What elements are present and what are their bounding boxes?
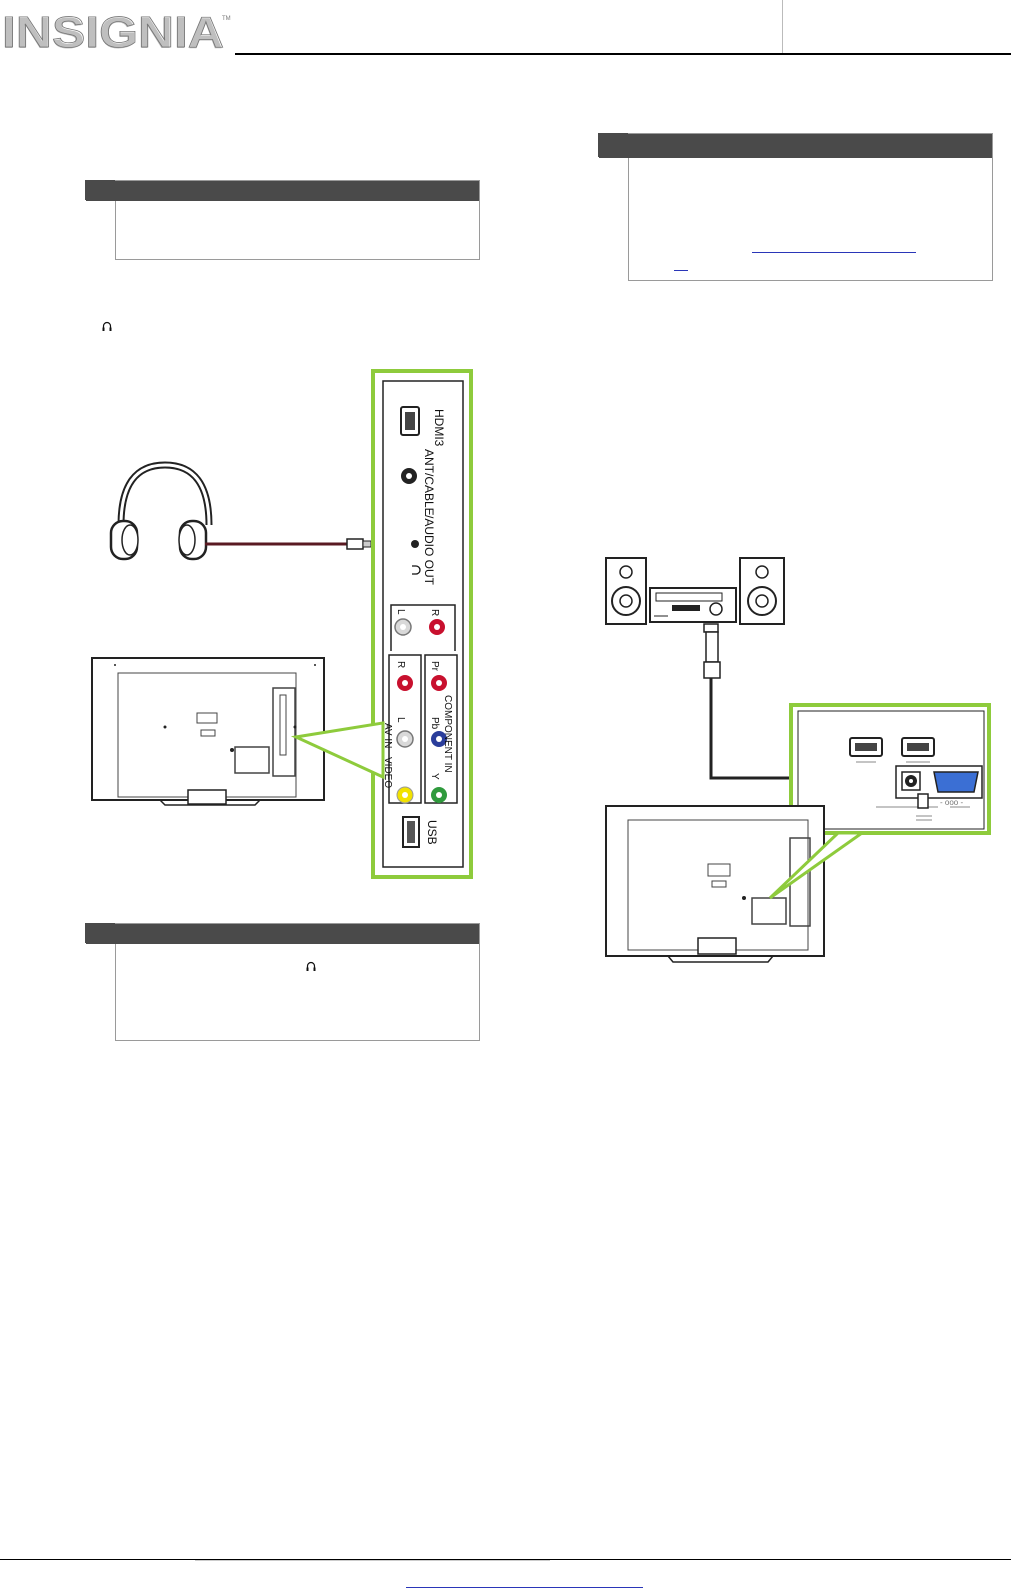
note-box — [599, 133, 993, 281]
hdmi3-label: HDMI3 — [432, 409, 446, 447]
footer-rule — [0, 1559, 1011, 1560]
footer-rule-accent — [195, 1560, 550, 1561]
pr-label: Pr — [429, 661, 440, 672]
footer-link-underline[interactable] — [406, 1587, 643, 1588]
ant-cable-label: ANT/CABLE — [422, 449, 436, 516]
digital-audio-port[interactable] — [917, 793, 929, 809]
headphone-icon — [412, 565, 421, 575]
y-label: Y — [429, 773, 440, 780]
audio-l-label: L — [395, 609, 406, 615]
note-box — [86, 180, 480, 260]
note-header-bar — [599, 134, 992, 158]
header-rule — [235, 53, 1011, 55]
audio-r-label: R — [429, 609, 440, 616]
headphones-connection-diagram: HDMI3 ANT/CABLE /AUDIO OUT L R R L AV IN… — [91, 369, 473, 879]
note-header-bar-extension — [85, 180, 115, 200]
usb-label: USB — [425, 820, 439, 845]
pb-label: Pb — [429, 717, 440, 730]
logo-text-outline: INSIGNIA — [2, 8, 224, 56]
logo-text: INSIGNIA — [2, 9, 224, 56]
vga-port[interactable] — [933, 771, 979, 793]
audio-system-icon — [605, 557, 785, 625]
svg-text:- ooo -: - ooo - — [940, 798, 963, 807]
note-header-bar-extension — [85, 923, 115, 943]
logo-tm: TM — [222, 16, 231, 22]
tv-back-icon — [91, 657, 325, 806]
video-label: VIDEO — [382, 757, 393, 788]
insignia-logo: INSIGNIA INSIGNIA TM — [2, 8, 231, 56]
component-in-label: COMPONENT IN — [442, 695, 453, 773]
note-header-bar-extension — [598, 133, 628, 157]
audio-system-connection-diagram: - ooo - — [605, 557, 991, 963]
note-box — [86, 923, 480, 1041]
av-in-label: AV IN — [382, 723, 393, 748]
av-l-label: L — [395, 717, 406, 723]
note-header-bar — [86, 924, 479, 944]
av-r-label: R — [395, 661, 406, 668]
link-underline[interactable] — [674, 270, 688, 271]
headphone-icon — [102, 321, 112, 331]
note-header-bar — [86, 181, 479, 201]
audio-out-port[interactable] — [411, 540, 419, 548]
audio-out-label: /AUDIO OUT — [422, 515, 436, 586]
headphone-icon — [306, 961, 316, 971]
header-tick — [782, 0, 783, 55]
headphones-icon — [109, 461, 213, 561]
link-underline[interactable] — [752, 252, 916, 253]
